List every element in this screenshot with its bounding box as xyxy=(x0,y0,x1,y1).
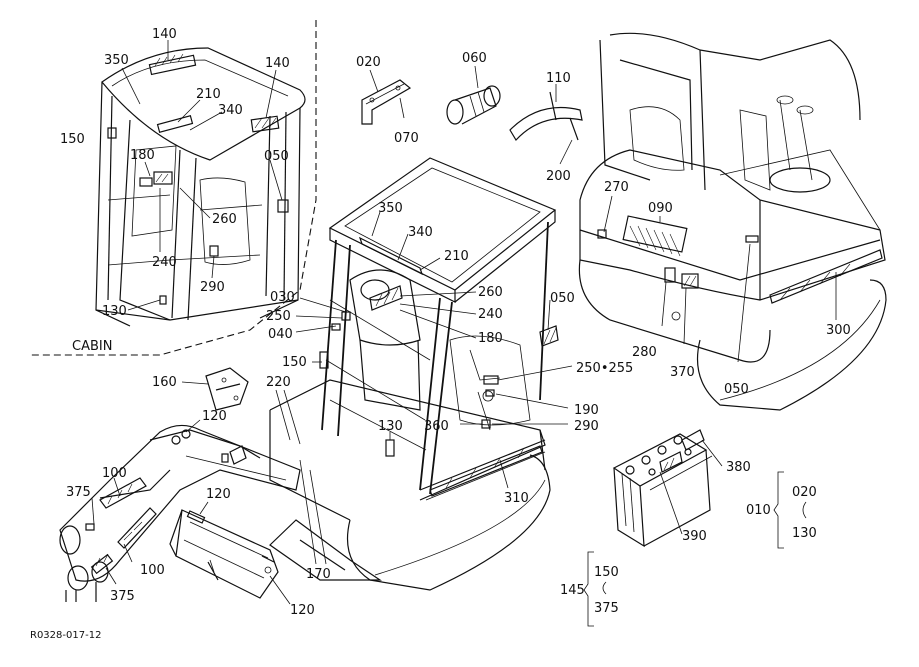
bracket-parts-drawing xyxy=(361,65,583,165)
callout-030: 030 xyxy=(270,290,295,305)
callout-310: 310 xyxy=(504,491,529,506)
callout-040: 040 xyxy=(268,327,293,342)
callout-labels: 140 350 210 340 140 150 180 050 260 240 … xyxy=(30,27,851,641)
callout-100: 100 xyxy=(102,466,127,481)
callout-140: 140 xyxy=(265,56,290,71)
callout-180: 180 xyxy=(130,148,155,163)
callout-260: 260 xyxy=(212,212,237,227)
callout-375: 375 xyxy=(66,485,91,500)
callout-350: 350 xyxy=(378,201,403,216)
bracket-160-drawing xyxy=(181,367,249,411)
callout-140: 140 xyxy=(152,27,177,42)
range-010-to: 130 xyxy=(792,526,817,541)
dozer-blade-drawing xyxy=(169,509,291,605)
battery-drawing xyxy=(612,429,723,548)
range-010-from: 020 xyxy=(792,485,817,500)
callout-150: 150 xyxy=(282,355,307,370)
callout-250: 250 xyxy=(266,309,291,324)
callout-240: 240 xyxy=(478,307,503,322)
callout-150: 150 xyxy=(60,132,85,147)
callout-110: 110 xyxy=(546,71,571,86)
callout-220: 220 xyxy=(266,375,291,390)
callout-020: 020 xyxy=(356,55,381,70)
callout-190: 190 xyxy=(574,403,599,418)
callout-375: 375 xyxy=(110,589,135,604)
callout-340: 340 xyxy=(218,103,243,118)
callout-090: 090 xyxy=(648,201,673,216)
callout-210: 210 xyxy=(444,249,469,264)
callout-360: 360 xyxy=(424,419,449,434)
callout-390: 390 xyxy=(682,529,707,544)
callout-350: 350 xyxy=(104,53,129,68)
callout-170: 170 xyxy=(306,567,331,582)
machine-front-drawing xyxy=(269,157,573,591)
callout-120: 120 xyxy=(206,487,231,502)
range-145-label: 145 xyxy=(560,583,585,598)
callout-120: 120 xyxy=(290,603,315,618)
cabin-assembly-drawing xyxy=(30,20,317,356)
range-bracket-010 xyxy=(773,471,807,549)
callout-370: 370 xyxy=(670,365,695,380)
callout-060: 060 xyxy=(462,51,487,66)
callout-130: 130 xyxy=(102,304,127,319)
range-010-label: 010 xyxy=(746,503,771,518)
callout-290: 290 xyxy=(200,280,225,295)
callout-070: 070 xyxy=(394,131,419,146)
range-145-from: 150 xyxy=(594,565,619,580)
callout-300: 300 xyxy=(826,323,851,338)
callout-200: 200 xyxy=(546,169,571,184)
callout-210: 210 xyxy=(196,87,221,102)
figure-code: R0328-017-12 xyxy=(30,630,101,641)
callout-050: 050 xyxy=(264,149,289,164)
callout-290: 290 xyxy=(574,419,599,434)
boom-and-arm-drawing xyxy=(59,419,301,602)
callout-270: 270 xyxy=(604,180,629,195)
callout-130: 130 xyxy=(378,419,403,434)
cabin-section-label: CABIN xyxy=(72,339,112,354)
callout-100: 100 xyxy=(140,563,165,578)
callout-250-255: 250•255 xyxy=(576,361,633,376)
callout-160: 160 xyxy=(152,375,177,390)
machine-rear-drawing xyxy=(578,32,887,411)
callout-050: 050 xyxy=(550,291,575,306)
callout-260: 260 xyxy=(478,285,503,300)
callout-050: 050 xyxy=(724,382,749,397)
callout-240: 240 xyxy=(152,255,177,270)
callout-120: 120 xyxy=(202,409,227,424)
callout-180: 180 xyxy=(478,331,503,346)
range-bracket-145 xyxy=(583,551,607,627)
callout-340: 340 xyxy=(408,225,433,240)
callout-380: 380 xyxy=(726,460,751,475)
callout-280: 280 xyxy=(632,345,657,360)
range-145-to: 375 xyxy=(594,601,619,616)
